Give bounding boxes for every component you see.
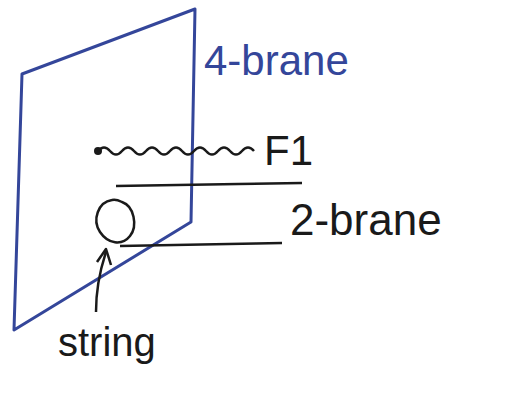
brane-label: 4-brane [204, 38, 349, 84]
string-label: F1 [264, 128, 313, 174]
f1-wavy-line [98, 148, 254, 155]
brane-label: 2-brane [290, 196, 442, 244]
cylinder-top-line [116, 183, 302, 186]
four-brane-sheet [14, 9, 195, 330]
string-loop [96, 200, 134, 243]
callout-label: string [58, 320, 156, 364]
arrow-head [97, 249, 111, 265]
cylinder-bottom-line [120, 243, 282, 246]
